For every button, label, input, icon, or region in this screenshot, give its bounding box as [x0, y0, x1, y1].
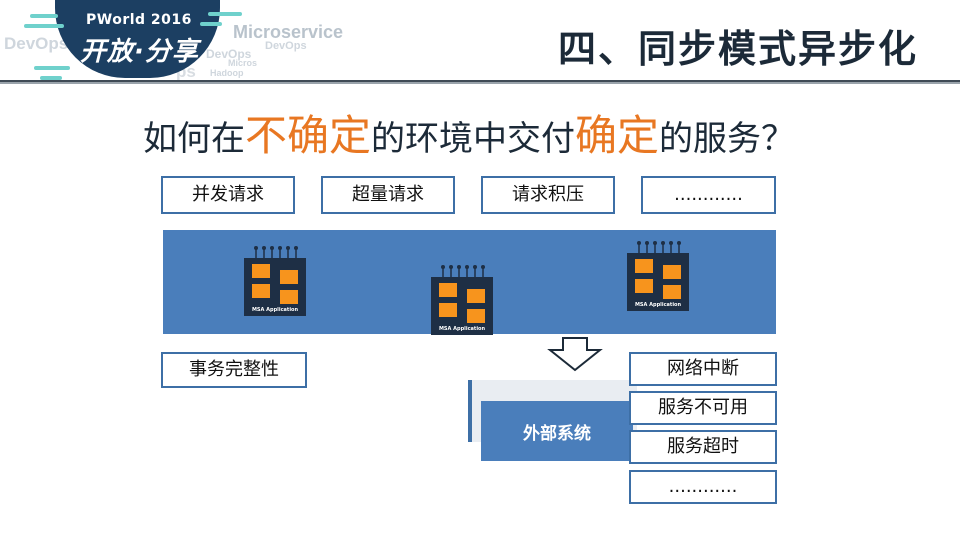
decor-dash: [200, 22, 222, 26]
question-highlight: 确定: [575, 111, 660, 160]
question-text: 如何在: [143, 119, 245, 159]
chip-label: MSA Application: [438, 326, 486, 332]
logo-top-text: PWorld 2016: [86, 12, 192, 28]
chip-label: MSA Application: [634, 302, 682, 308]
cloud-word: Hadoop: [210, 68, 244, 78]
transaction-integrity-box: 事务完整性: [161, 352, 307, 388]
decor-dash: [40, 76, 62, 80]
event-logo: DevOps Microservice DevOps DevOps Hadoop…: [0, 0, 380, 88]
cloud-word: DevOps: [4, 34, 69, 53]
chip-label: MSA Application: [251, 307, 299, 313]
service-unavailable-box: 服务不可用: [629, 391, 777, 425]
msa-application-chip: MSA Application: [240, 244, 310, 324]
concurrent-request-box: 并发请求: [161, 176, 295, 214]
service-timeout-box: 服务超时: [629, 430, 777, 464]
request-backlog-box: 请求积压: [481, 176, 615, 214]
chip-icon: [244, 246, 306, 316]
cloud-word: Microservice: [233, 22, 344, 42]
question-text: 的环境中交付: [371, 119, 576, 159]
msa-application-chip: MSA Application: [427, 263, 497, 343]
chip-icon: [627, 241, 689, 311]
cloud-word: DevOps: [265, 40, 307, 52]
header-divider-light: [0, 82, 960, 84]
msa-application-chip: MSA Application: [623, 239, 693, 319]
more-requests-box: ............: [641, 176, 776, 214]
question-heading: 如何在不确定的环境中交付确定的服务？: [143, 102, 795, 163]
decor-dash: [24, 24, 64, 28]
question-text: 的服务？: [659, 119, 796, 159]
more-failures-box: ............: [629, 470, 777, 504]
question-highlight: 不确定: [245, 111, 372, 160]
network-interruption-box: 网络中断: [629, 352, 777, 386]
logo-main-text: 开放·分享: [80, 37, 199, 67]
decor-dash: [30, 14, 58, 18]
header-divider: [0, 80, 960, 82]
decor-dash: [208, 12, 242, 16]
cloud-word: DevOps: [206, 47, 252, 61]
down-arrow-icon: [547, 337, 603, 372]
external-system-box: 外部系统: [481, 401, 633, 461]
slide-title: 四、同步模式异步化: [557, 27, 918, 71]
excess-request-box: 超量请求: [321, 176, 455, 214]
decor-dash: [34, 66, 70, 70]
chip-icon: [431, 265, 493, 335]
cloud-word: Micros: [228, 58, 258, 68]
